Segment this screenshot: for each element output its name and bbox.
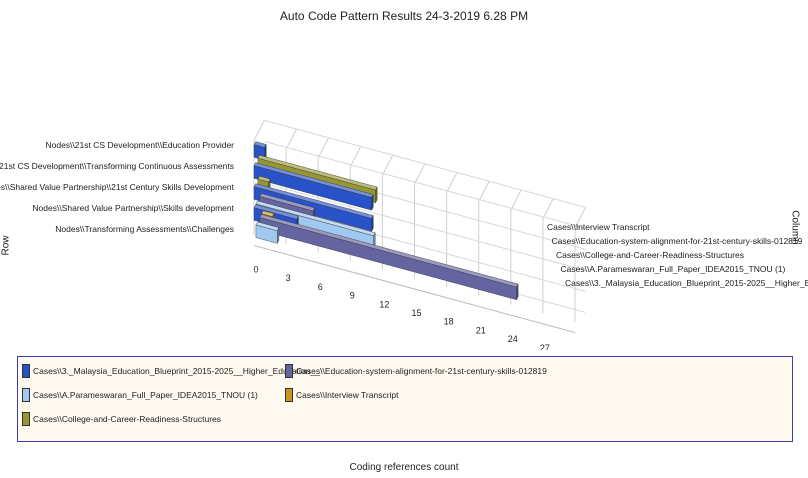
grid-line [510, 189, 522, 305]
grid-line [264, 140, 586, 229]
x-tick-label: 27 [540, 343, 550, 350]
legend-swatch [22, 412, 30, 426]
column-label: Cases\\3._Malaysia_Education_Blueprint_2… [565, 278, 808, 288]
x-tick-label: 3 [286, 273, 291, 283]
x-tick-label: 6 [318, 282, 323, 292]
bar-end [371, 194, 374, 211]
x-tick-label: 12 [379, 299, 389, 309]
bar [253, 165, 372, 211]
grid-line [574, 207, 586, 322]
bar [259, 217, 517, 301]
grid-line [264, 119, 586, 208]
grid-line [446, 172, 458, 288]
grid-line [414, 163, 426, 279]
bar-end [375, 186, 378, 203]
bar-end [277, 227, 280, 244]
grid-line [381, 154, 394, 270]
column-label: Cases\\Interview Transcript [547, 222, 650, 232]
row-label: Nodes\\21st CS Development\\Transforming… [0, 161, 234, 171]
legend-label: Cases\\Interview Transcript [296, 390, 399, 400]
grid-line [253, 120, 265, 235]
legend: Cases\\3._Malaysia_Education_Blueprint_2… [17, 356, 793, 442]
grid-line [264, 182, 586, 271]
row-label: Nodes\\Shared Value Partnership\\21st Ce… [0, 182, 235, 192]
column-label: Cases\\A.Parameswaran_Full_Paper_IDEA201… [561, 264, 786, 274]
x-tick-label: 15 [411, 308, 421, 318]
column-label: Cases\\Education-system-alignment-for-21… [552, 236, 803, 246]
grid-line [478, 181, 490, 296]
legend-swatch [285, 364, 293, 378]
x-tick-label: 9 [350, 291, 355, 301]
bar-top [259, 214, 519, 288]
row-label: Nodes\\Shared Value Partnership\\Skills … [32, 203, 234, 213]
legend-swatch [285, 388, 293, 402]
row-label: Nodes\\21st CS Development\\Education Pr… [45, 140, 234, 150]
row-label: Nodes\\Transforming Assessments\\Challen… [55, 224, 234, 234]
bar-end [371, 215, 374, 232]
x-tick-label: 18 [444, 317, 454, 327]
x-tick-label: 21 [476, 325, 486, 335]
legend-swatch [22, 388, 30, 402]
x-axis-label: Coding references count [349, 462, 459, 473]
chart-title: Auto Code Pattern Results 24-3-2019 6.28… [279, 9, 529, 23]
bar [255, 224, 278, 244]
legend-label: Cases\\College-and-Career-Readiness-Stru… [33, 414, 222, 424]
x-tick-label: 0 [253, 265, 258, 275]
legend-swatch [22, 364, 30, 378]
bar-end [516, 283, 519, 300]
column-label: Cases\\College-and-Career-Readiness-Stru… [556, 250, 744, 260]
x-tick-label: 24 [508, 334, 518, 344]
chart-canvas: Nodes\\Transforming Assessments\\Challen… [0, 119, 808, 350]
floor-edge [253, 245, 576, 333]
legend-label: Cases\\Education-system-alignment-for-21… [296, 366, 547, 376]
legend-label: Cases\\3._Malaysia_Education_Blueprint_2… [33, 366, 320, 376]
legend-label: Cases\\A.Parameswaran_Full_Paper_IDEA201… [33, 390, 258, 400]
grid-line [542, 198, 554, 314]
